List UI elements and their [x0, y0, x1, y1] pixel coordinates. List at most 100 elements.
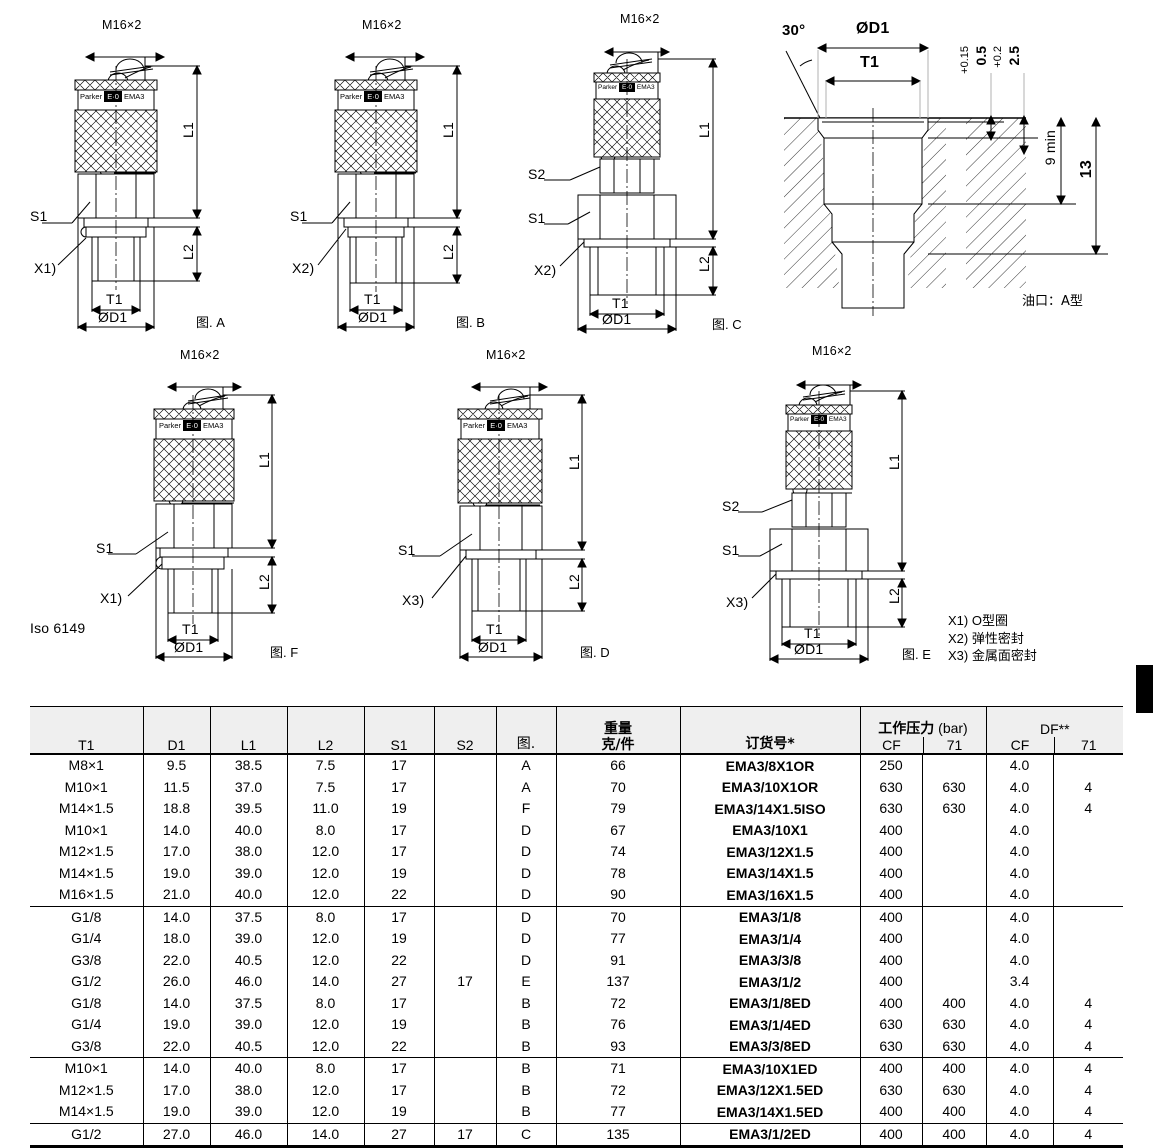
table-row: M14×1.5 19.0 39.0 12.0 19 B 77 EMA3/14X1… [30, 1101, 1123, 1123]
col-header-s2: S2 [434, 706, 497, 755]
cell-fig: D [496, 841, 557, 863]
port-tol-25-value: 2.5 [1006, 46, 1022, 66]
cell-s2 [434, 1079, 497, 1101]
table-group-bsp-large: G1/2 27.0 46.0 14.0 27 17 C 135 EMA3/1/2… [30, 1123, 1123, 1147]
cell-df-cf: 4.0 [986, 1035, 1054, 1058]
cell-order-no: EMA3/14X1.5ED [680, 1101, 861, 1123]
page-edge-tab [1136, 665, 1153, 713]
cell-d1: 19.0 [143, 862, 211, 884]
col-header-df-71: 71 [1080, 736, 1097, 753]
cell-t1: M12×1.5 [30, 841, 144, 863]
cell-s2 [434, 798, 497, 820]
figure-e-callout-s1: S1 [722, 542, 740, 558]
cell-s2 [434, 841, 497, 863]
cell-t1: G1/8 [30, 992, 144, 1014]
cell-pressure-71 [922, 949, 987, 971]
cell-d1: 11.5 [143, 776, 211, 798]
cell-pressure-71: 630 [922, 1014, 987, 1036]
cell-s1: 27 [364, 1123, 435, 1147]
cell-fig: B [496, 1101, 557, 1123]
col-header-df-group: DF** CF 71 [986, 706, 1123, 755]
cell-l2: 12.0 [287, 884, 365, 906]
cell-t1: G3/8 [30, 1035, 144, 1058]
cell-pressure-cf: 250 [860, 754, 923, 777]
cell-weight: 67 [556, 819, 681, 841]
cell-d1: 14.0 [143, 992, 211, 1014]
cell-s2 [434, 819, 497, 841]
table-row: G1/8 14.0 37.5 8.0 17 B 72 EMA3/1/8ED 40… [30, 992, 1123, 1014]
figure-a-dim-t1: T1 [106, 291, 123, 307]
table-row: G3/8 22.0 40.5 12.0 22 B 93 EMA3/3/8ED 6… [30, 1035, 1123, 1058]
cell-pressure-71 [922, 906, 987, 928]
cell-pressure-cf: 400 [860, 862, 923, 884]
cell-s1: 19 [364, 1101, 435, 1123]
col-header-fig: 图. [496, 706, 557, 755]
figure-e-caption: 图. E [902, 644, 931, 663]
cell-pressure-cf: 400 [860, 992, 923, 1014]
figure-e-callout-s2: S2 [722, 498, 740, 514]
cell-order-no: EMA3/1/2 [680, 971, 861, 993]
cell-d1: 18.8 [143, 798, 211, 820]
cell-t1: G1/4 [30, 1014, 144, 1036]
figure-c: M16×2 L1 L2 T1 ØD1 S2 S1 X2) Parker E·0 … [528, 12, 768, 334]
figure-b-caption-prefix: 图 [456, 316, 470, 331]
cell-weight: 74 [556, 841, 681, 863]
cell-s2 [434, 992, 497, 1014]
cell-l2: 12.0 [287, 949, 365, 971]
cell-d1: 9.5 [143, 754, 211, 777]
cell-t1: M10×1 [30, 776, 144, 798]
cell-d1: 17.0 [143, 1079, 211, 1101]
table-group-metric-standard: M8×1 9.5 38.5 7.5 17 A 66 EMA3/8X1OR 250… [30, 754, 1123, 906]
figure-d-caption-text: . D [593, 645, 610, 660]
col-header-t1: T1 [30, 706, 144, 755]
cell-pressure-71: 630 [922, 1079, 987, 1101]
cell-s1: 27 [364, 971, 435, 993]
cell-d1: 17.0 [143, 841, 211, 863]
cell-pressure-71 [922, 928, 987, 950]
figure-e-dim-l2: L2 [886, 588, 902, 604]
cell-pressure-cf: 400 [860, 971, 923, 993]
figure-d-caption: 图. D [580, 642, 610, 661]
cell-df-cf: 4.0 [986, 754, 1054, 777]
table-row: G1/2 27.0 46.0 14.0 27 17 C 135 EMA3/1/2… [30, 1123, 1123, 1147]
figure-c-caption-text: . C [725, 317, 742, 332]
col-header-l1: L1 [210, 706, 288, 755]
eo-mark: E·0 [104, 91, 122, 102]
cell-fig: B [496, 1079, 557, 1101]
col-header-df-cf: CF [987, 736, 1055, 753]
cell-df-cf: 3.4 [986, 971, 1054, 993]
model-label: EMA3 [202, 421, 224, 430]
table-row: G1/4 19.0 39.0 12.0 19 B 76 EMA3/1/4ED 6… [30, 1014, 1123, 1036]
figure-b-dim-l2: L2 [440, 244, 456, 260]
cell-s1: 19 [364, 798, 435, 820]
cell-weight: 71 [556, 1057, 681, 1080]
cell-order-no: EMA3/3/8 [680, 949, 861, 971]
figure-a-thread: M16×2 [102, 18, 142, 32]
cell-df-cf: 4.0 [986, 798, 1054, 820]
cell-fig: D [496, 949, 557, 971]
cell-l2: 12.0 [287, 928, 365, 950]
table-row: G1/4 18.0 39.0 12.0 19 D 77 EMA3/1/4 400… [30, 928, 1123, 950]
model-label: EMA3 [383, 92, 405, 101]
cell-s2 [434, 906, 497, 928]
figure-d: M16×2 L1 L2 T1 ØD1 S1 X3) Parker E·0 EMA… [398, 348, 640, 662]
figure-f-dim-d1: ØD1 [174, 639, 204, 655]
figure-f-standard-note: Iso 6149 [30, 620, 86, 636]
cell-s1: 17 [364, 906, 435, 928]
cell-order-no: EMA3/1/2ED [680, 1123, 861, 1147]
brand-label: Parker [790, 416, 810, 423]
cell-df-71: 4 [1084, 1060, 1093, 1076]
cell-df-cf: 4.0 [986, 1014, 1054, 1036]
port-thread-label: T1 [860, 54, 880, 71]
figure-c-callout-s1: S1 [528, 210, 546, 226]
figure-c-callout-x2: X2) [534, 262, 557, 278]
figure-a-callout-s1: S1 [30, 208, 48, 224]
cell-df-cf: 4.0 [986, 992, 1054, 1014]
specification-table-wrapper: T1 D1 L1 L2 S1 S2 图. 重量 克/件 订货号* 工作压力 [30, 706, 1123, 1148]
cell-order-no: EMA3/8X1OR [680, 754, 861, 777]
cell-s1: 19 [364, 1014, 435, 1036]
cell-l2: 7.5 [287, 776, 365, 798]
legend-item-x3: X3) 金属面密封 [948, 648, 1037, 663]
cell-order-no: EMA3/3/8ED [680, 1035, 861, 1058]
table-row: M16×1.5 21.0 40.0 12.0 22 D 90 EMA3/16X1… [30, 884, 1123, 906]
